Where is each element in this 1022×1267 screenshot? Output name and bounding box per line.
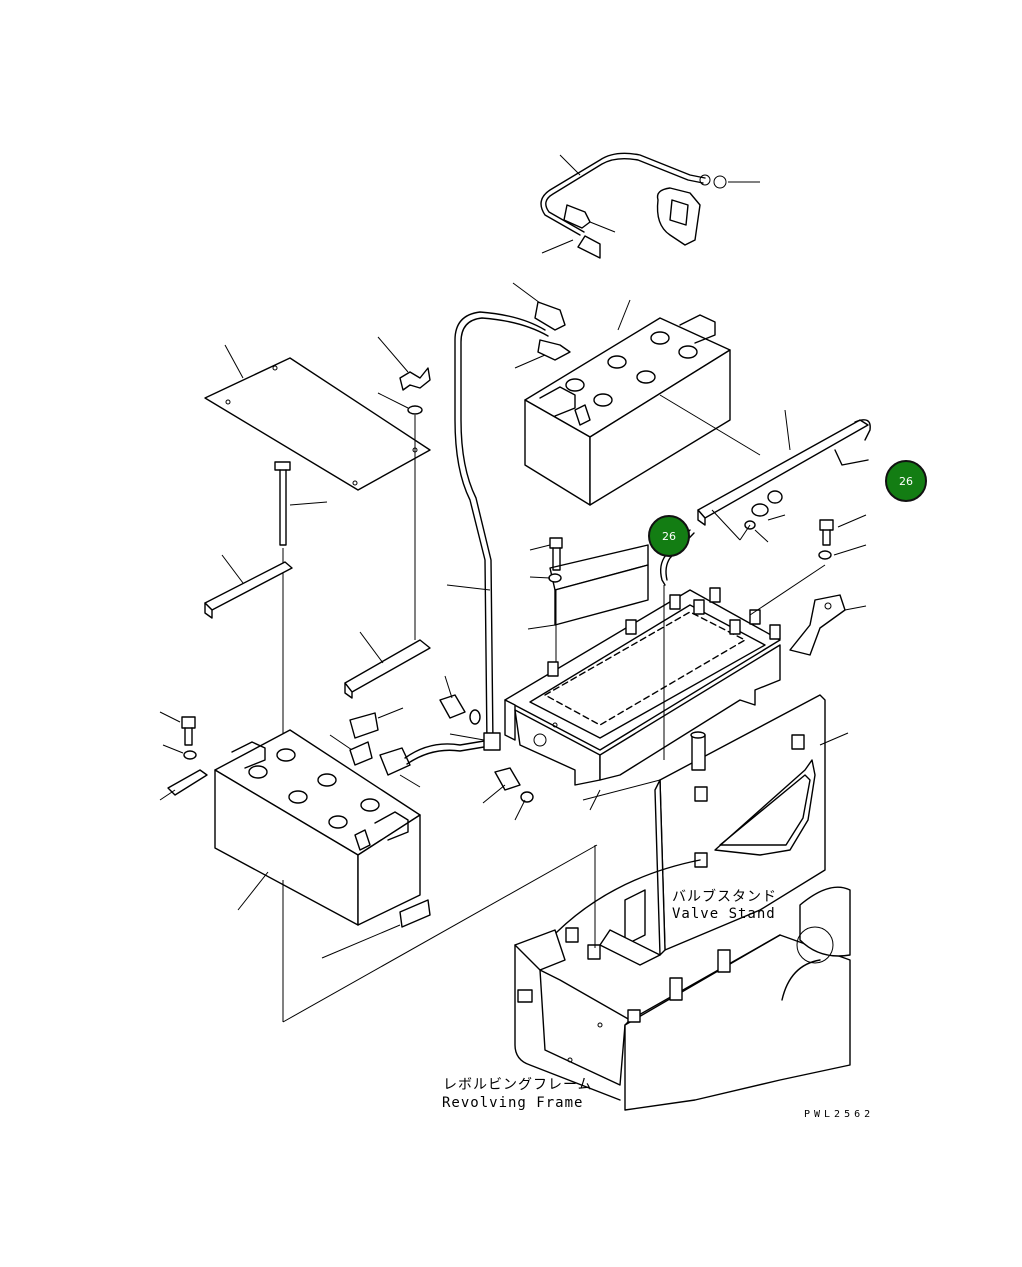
battery-cable-top (540, 152, 706, 259)
leader-lines (282, 779, 661, 1023)
revolving-frame-label-jp: レボルビングフレーム (443, 1077, 593, 1093)
battery-tray (504, 537, 781, 811)
hold-down-bar (697, 409, 871, 543)
battery-switch (656, 174, 760, 246)
battery-cable-lower (329, 707, 501, 788)
battery-cover-plate (204, 344, 431, 491)
valve-stand-label-jp: バルブスタンド (672, 888, 777, 905)
bolt-lower-left (159, 711, 208, 801)
callout-badge-26-b[interactable]: 26 (885, 460, 927, 502)
battery-lower (214, 729, 431, 959)
battery-clamp-mid (344, 631, 431, 699)
bracket-right (789, 594, 867, 656)
battery-cable-long (446, 311, 549, 746)
revolving-frame (514, 845, 851, 1111)
callout-badge-26-a[interactable]: 26 (648, 515, 690, 557)
valve-stand-label-en: Valve Stand (672, 906, 776, 922)
revolving-frame-label-en: Revolving Frame (442, 1095, 583, 1111)
drawing-code: PWL2562 (804, 1109, 874, 1120)
battery-clamp-left (204, 554, 293, 619)
terminal-clamp-top (563, 204, 616, 233)
wing-nut (377, 336, 431, 640)
valve-stand (599, 694, 849, 966)
j-bolt-left (274, 461, 328, 740)
terminal-clamp-mid (512, 282, 571, 369)
callout-badge-text: 26 (662, 530, 676, 543)
battery-upper (524, 299, 761, 506)
tray-blocks (547, 587, 781, 677)
callout-badge-text: 26 (899, 475, 913, 488)
bolt-right (749, 514, 867, 616)
bolts-frame (439, 675, 534, 821)
